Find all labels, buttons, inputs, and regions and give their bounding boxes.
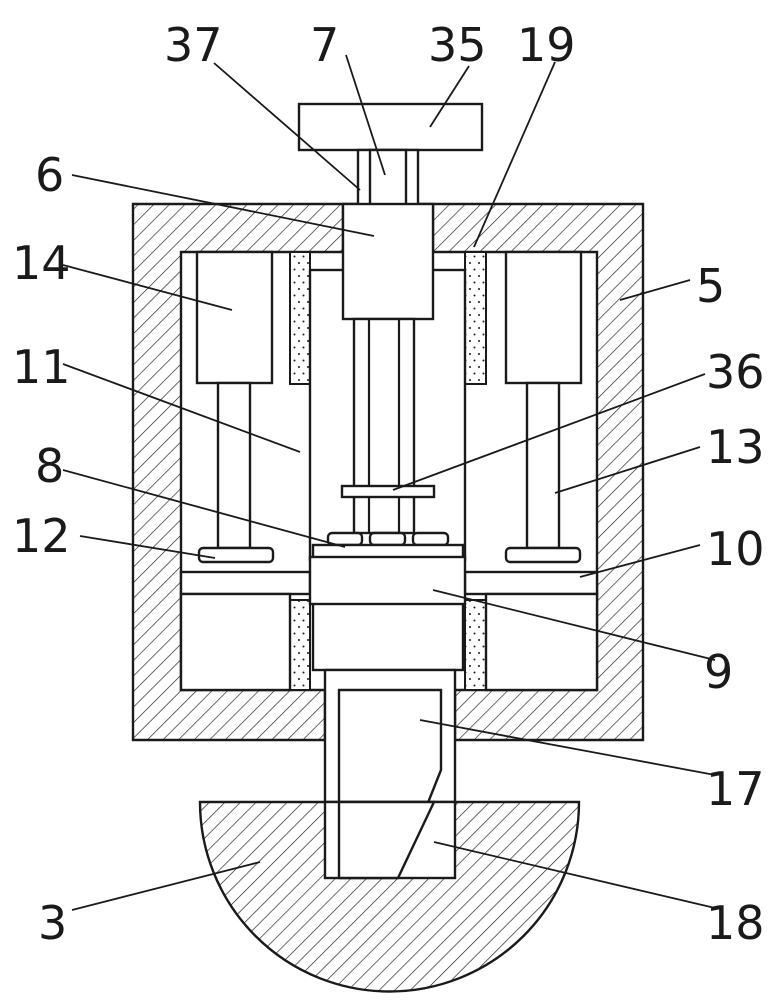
right-foot-plate bbox=[504, 546, 582, 564]
nut-right bbox=[411, 531, 450, 547]
right-bottom-block bbox=[484, 592, 599, 692]
label-12: 12 bbox=[12, 509, 71, 563]
right-guide-wall-upper bbox=[464, 251, 487, 385]
label-3: 3 bbox=[38, 896, 67, 950]
drill-tip-lower bbox=[337, 800, 436, 880]
right-support-plate bbox=[463, 570, 599, 596]
left-guide-wall-upper bbox=[289, 251, 311, 385]
central-shaft bbox=[352, 317, 416, 535]
nut-center bbox=[368, 531, 407, 547]
top-knob bbox=[297, 102, 484, 152]
right-guide-wall-lower bbox=[464, 599, 487, 691]
left-support-plate bbox=[179, 570, 312, 596]
label-14: 14 bbox=[12, 236, 71, 290]
label-7: 7 bbox=[310, 18, 339, 72]
left-bottom-block bbox=[179, 592, 292, 692]
left-cylinder bbox=[195, 250, 274, 385]
semicircle-base bbox=[198, 800, 581, 993]
label-37: 37 bbox=[164, 18, 223, 72]
label-9: 9 bbox=[704, 645, 733, 699]
left-guide-wall-lower bbox=[289, 599, 311, 691]
label-5: 5 bbox=[696, 259, 725, 313]
label-8: 8 bbox=[35, 439, 64, 493]
label-35: 35 bbox=[428, 18, 487, 72]
label-11: 11 bbox=[12, 340, 71, 394]
slider-block bbox=[308, 555, 467, 606]
left-piston-rod bbox=[216, 381, 252, 550]
label-18: 18 bbox=[706, 896, 765, 950]
left-foot-plate bbox=[197, 546, 275, 564]
label-17: 17 bbox=[706, 762, 765, 816]
right-cylinder bbox=[504, 250, 583, 385]
label-13: 13 bbox=[706, 420, 765, 474]
label-10: 10 bbox=[706, 522, 765, 576]
label-36: 36 bbox=[706, 345, 765, 399]
right-piston-rod bbox=[525, 381, 561, 550]
shaft-collar bbox=[340, 484, 436, 499]
label-19: 19 bbox=[517, 18, 576, 72]
stem-core bbox=[368, 148, 408, 208]
motor-block bbox=[341, 202, 435, 321]
label-6: 6 bbox=[35, 148, 64, 202]
